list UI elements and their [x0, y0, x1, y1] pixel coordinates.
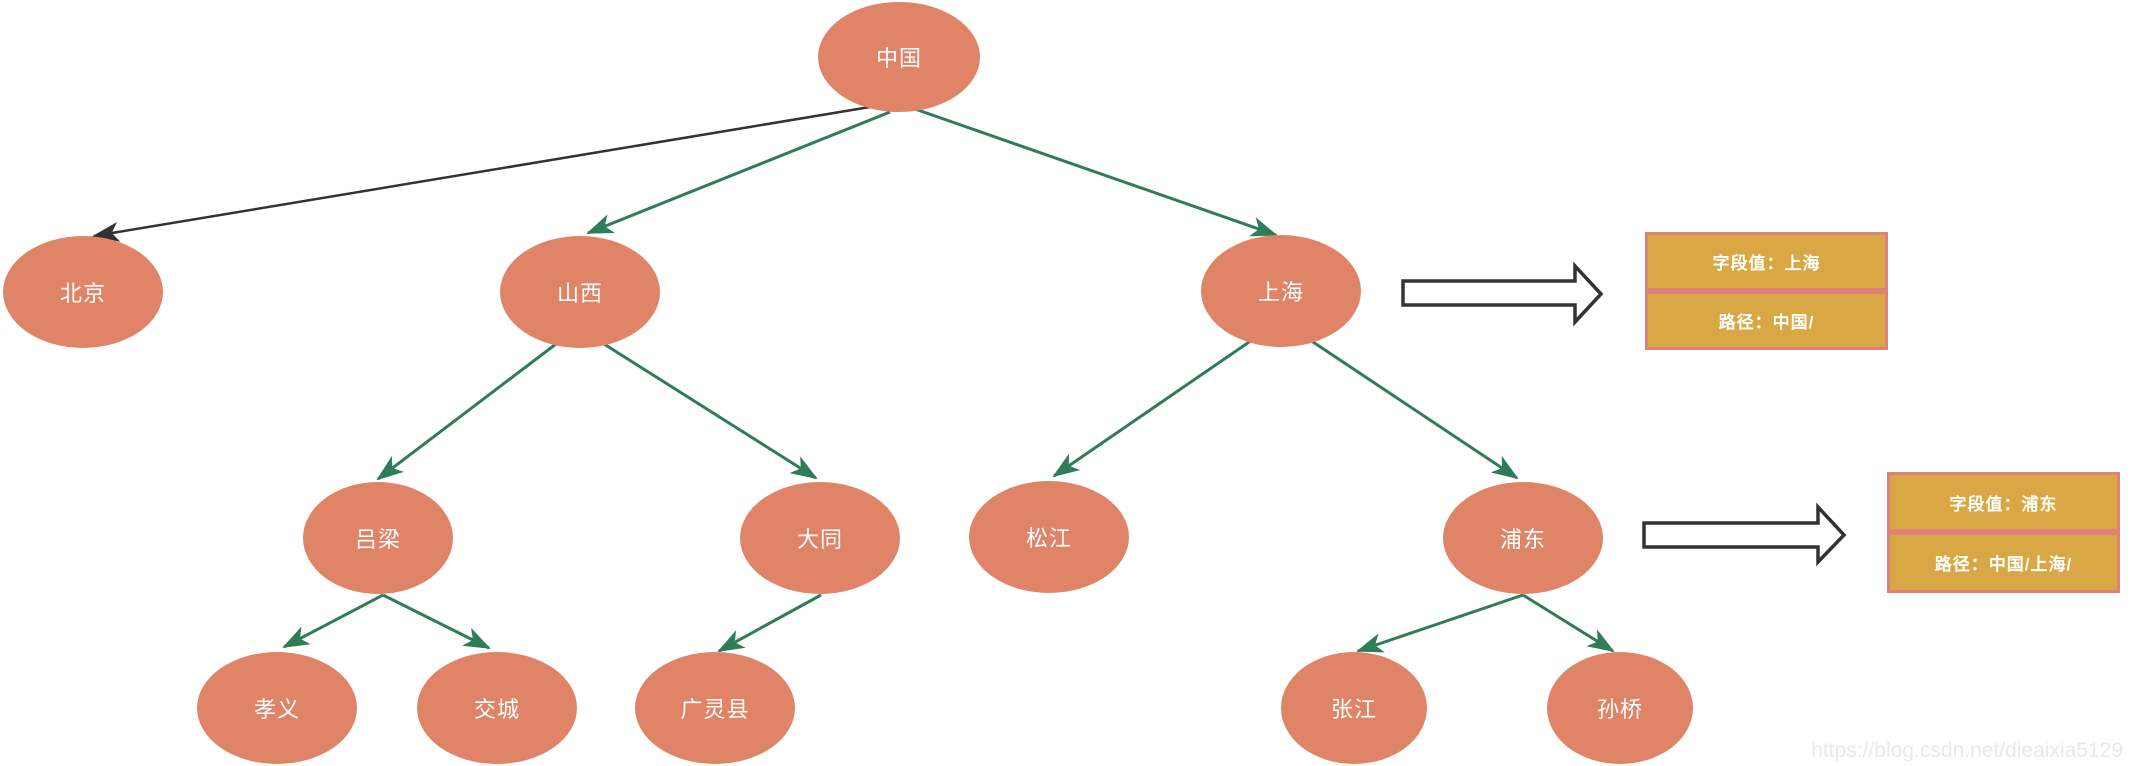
edge-shanxi-datong [603, 342, 818, 480]
node-label-beijing: 北京 [59, 281, 106, 306]
edge-pudong-sunqiao [1522, 593, 1615, 653]
node-label-zhongguo: 中国 [875, 46, 922, 71]
node-label-sunqiao: 孙桥 [1596, 697, 1643, 722]
edge-lvliang-jiaocheng [382, 593, 491, 650]
edge-shanghai-songjiang [1052, 338, 1253, 478]
annotation-pudong-field-value: 字段值：浦东 [1887, 472, 2120, 532]
node-datong: 大同 [740, 482, 900, 594]
node-label-shanghai: 上海 [1257, 280, 1304, 305]
node-songjiang: 松江 [969, 481, 1129, 593]
node-shanghai: 上海 [1201, 235, 1361, 347]
node-label-zhangjiang: 张江 [1330, 697, 1377, 722]
node-label-shanxi: 山西 [556, 281, 603, 306]
node-label-lvliang: 吕梁 [354, 527, 401, 552]
edge-datong-guanglingxian [717, 593, 822, 653]
node-label-guanglingxian: 广灵县 [680, 697, 750, 722]
node-jiaocheng: 交城 [417, 652, 577, 764]
node-label-jiaocheng: 交城 [473, 697, 520, 722]
node-xiaoyi: 孝义 [197, 652, 357, 764]
edge-lvliang-xiaoyi [282, 593, 384, 649]
node-zhangjiang: 张江 [1281, 652, 1427, 764]
node-label-xiaoyi: 孝义 [253, 697, 300, 722]
edge-zhongguo-beijing [92, 105, 871, 242]
node-label-songjiang: 松江 [1025, 526, 1072, 551]
watermark-url: https://blog.csdn.net/dieaixia5129 [1811, 739, 2123, 762]
node-label-pudong: 浦东 [1499, 527, 1546, 552]
edge-shanghai-pudong [1309, 338, 1519, 480]
edge-zhongguo-shanxi [586, 110, 891, 235]
edge-pudong-zhangjiang [1356, 593, 1524, 653]
block-arrow-pudong-icon [1642, 502, 1847, 567]
edge-shanxi-lvliang [376, 342, 557, 481]
node-label-datong: 大同 [796, 527, 843, 552]
annotation-box-pudong: 字段值：浦东 路径：中国/上海/ [1887, 472, 2120, 593]
node-lvliang: 吕梁 [303, 482, 453, 594]
annotation-pudong-path: 路径：中国/上海/ [1887, 532, 2120, 593]
node-guanglingxian: 广灵县 [635, 652, 795, 764]
block-arrow-shanghai-icon [1401, 261, 1604, 327]
node-beijing: 北京 [3, 236, 163, 348]
node-sunqiao: 孙桥 [1547, 652, 1693, 764]
annotation-shanghai-field-value: 字段值：上海 [1645, 232, 1888, 291]
node-shanxi: 山西 [500, 236, 660, 348]
edge-zhongguo-shanghai [914, 107, 1278, 237]
node-zhongguo: 中国 [818, 2, 980, 112]
annotation-box-shanghai: 字段值：上海 路径：中国/ [1645, 232, 1888, 350]
node-pudong: 浦东 [1443, 482, 1603, 594]
annotation-shanghai-path: 路径：中国/ [1645, 291, 1888, 350]
